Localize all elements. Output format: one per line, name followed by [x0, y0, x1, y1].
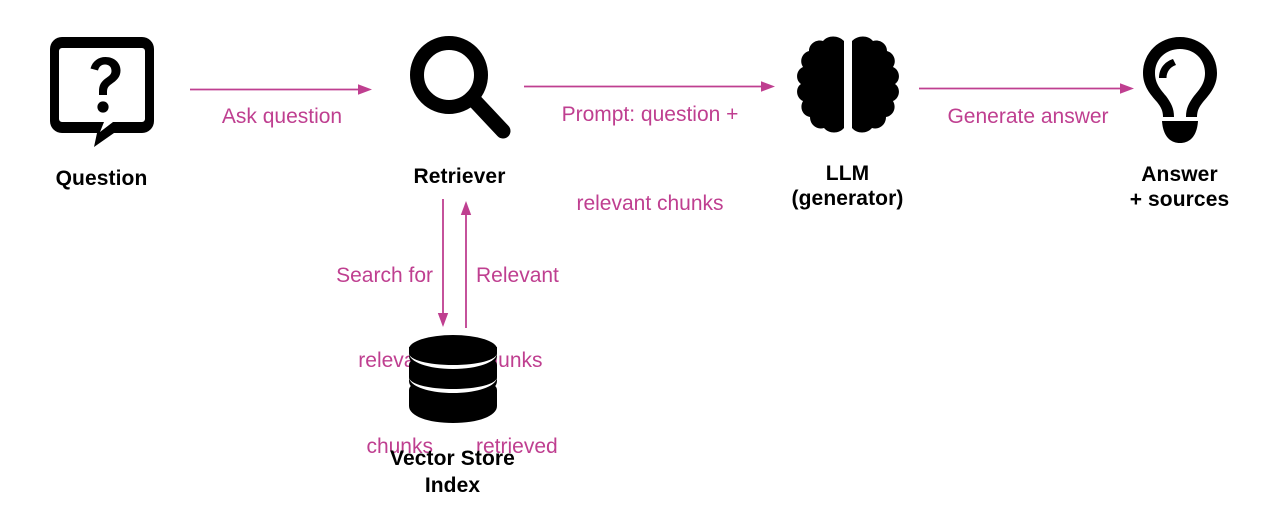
edge-label-search-chunks: Search for relevant chunks: [336, 263, 433, 458]
node-label-answer-line1: Answer: [1141, 163, 1218, 186]
edge-label-ask-question: Ask question: [221, 104, 343, 128]
node-label-question: Question: [55, 167, 148, 190]
node-llm: LLM (generator): [780, 33, 915, 212]
magnifying-glass-icon: [406, 32, 514, 149]
arrow-prompt: [524, 81, 775, 92]
node-label-llm-line2: (generator): [791, 187, 904, 211]
node-label-llm-line1: LLM: [825, 162, 870, 185]
database-cylinder-icon: [406, 332, 500, 433]
arrow-ask-question: [190, 84, 372, 95]
arrow-generate-answer: [919, 83, 1134, 94]
node-retriever: Retriever: [392, 32, 527, 189]
speech-bubble-question-icon: [48, 35, 156, 152]
edge-label-prompt: Prompt: question + relevant chunks: [561, 102, 739, 216]
node-question: Question: [34, 35, 169, 191]
node-label-vector-store-line1: Vector Store: [390, 447, 515, 470]
edge-label-generate-answer: Generate answer: [947, 104, 1109, 128]
node-label-vector-store-line2: Index: [424, 474, 481, 498]
brain-icon: [794, 33, 902, 150]
arrow-search-chunks: [437, 199, 449, 327]
node-vector-store: Vector Store Index: [385, 332, 520, 499]
lightbulb-icon: [1126, 33, 1234, 150]
node-answer: Answer + sources: [1112, 33, 1247, 213]
node-label-answer-line2: + sources: [1129, 188, 1230, 212]
node-label-retriever: Retriever: [413, 165, 506, 188]
arrow-chunks-retrieved: [460, 201, 472, 328]
